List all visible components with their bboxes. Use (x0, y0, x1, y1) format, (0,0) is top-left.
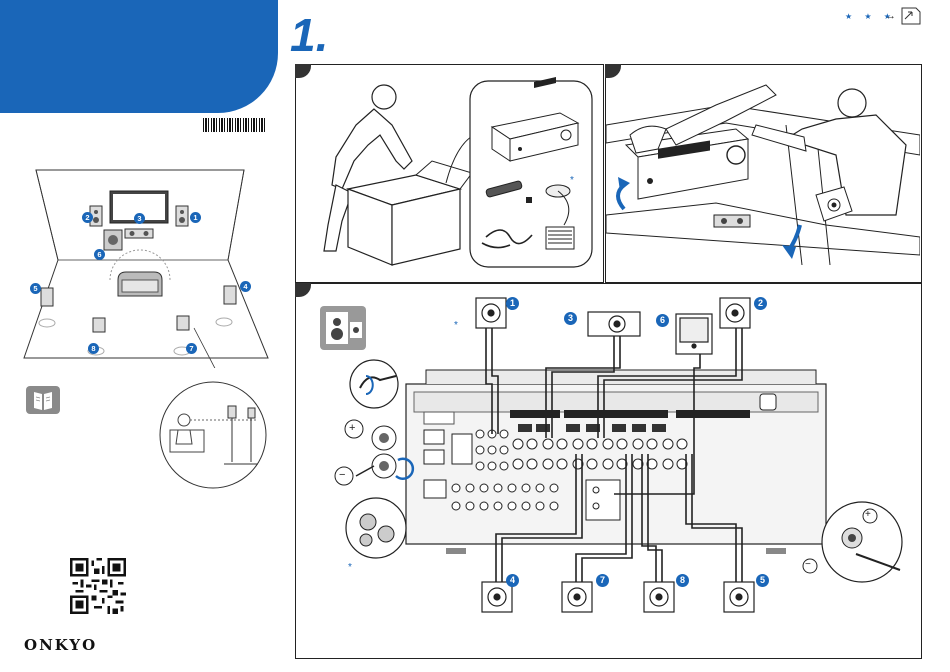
barcode (203, 118, 267, 132)
speaker-surround-left (724, 582, 754, 612)
speaker-number-badge: 6 (656, 314, 669, 327)
speaker-number-badge: 6 (94, 249, 105, 260)
center-speaker (125, 229, 153, 238)
speaker-subwoofer (676, 314, 712, 354)
speaker-number-badge: 8 (88, 343, 99, 354)
speaker-center (588, 312, 640, 336)
minus-sign: − (805, 559, 811, 570)
room-layout-diagram (18, 168, 274, 368)
plus-sign: + (865, 509, 871, 520)
speaker-number-badge: 8 (676, 574, 689, 587)
panel-unboxing: * (295, 64, 604, 283)
speaker-number-badge: 5 (30, 283, 41, 294)
book-icon (26, 386, 60, 414)
unboxing-illustration (296, 65, 602, 281)
speaker-number-badge: 4 (506, 574, 519, 587)
speaker-number-badge: 1 (190, 212, 201, 223)
speaker-number-badge: 7 (596, 574, 609, 587)
surround-back-left-speaker (93, 318, 105, 332)
panel-speaker-wiring: 1 3 6 2 4 7 8 5 + − + − * * (295, 283, 922, 659)
step-number: 1. (290, 8, 328, 62)
surround-back-right-speaker (177, 316, 189, 330)
speaker-surround-back-left (644, 582, 674, 612)
plus-sign: + (349, 422, 355, 434)
speaker-number-badge: 2 (82, 212, 93, 223)
speaker-surround-back-right (562, 582, 592, 612)
brand-banner (0, 0, 278, 113)
footnote-asterisk: * (570, 175, 574, 186)
qr-code-icon (70, 558, 126, 614)
speaker-number-badge: 3 (134, 213, 145, 224)
speaker-number-badge: 1 (506, 297, 519, 310)
speaker-front-left (720, 298, 750, 328)
surround-right-speaker (224, 286, 236, 304)
speaker-surround-right (482, 582, 512, 612)
speaker-number-badge: 7 (186, 343, 197, 354)
footnote-asterisk: * (348, 562, 352, 573)
footnote-asterisk: * (454, 320, 458, 331)
panel-placement (605, 64, 922, 283)
page-forward-icon (900, 6, 922, 26)
arrow-icon: → (885, 10, 896, 22)
speaker-number-badge: 2 (754, 297, 767, 310)
wiring-diagram (296, 284, 920, 657)
brand-logo: ONKYO (24, 636, 97, 654)
speaker-number-badge: 3 (564, 312, 577, 325)
minus-sign: − (339, 469, 345, 481)
speaker-number-badge: 5 (756, 574, 769, 587)
placement-illustration (606, 65, 920, 281)
surround-left-speaker (41, 288, 53, 306)
speaker-height-illustration (158, 380, 268, 490)
speaker-number-badge: 4 (240, 281, 251, 292)
speaker-front-right (476, 298, 506, 328)
speaker-set-icon (320, 306, 366, 350)
